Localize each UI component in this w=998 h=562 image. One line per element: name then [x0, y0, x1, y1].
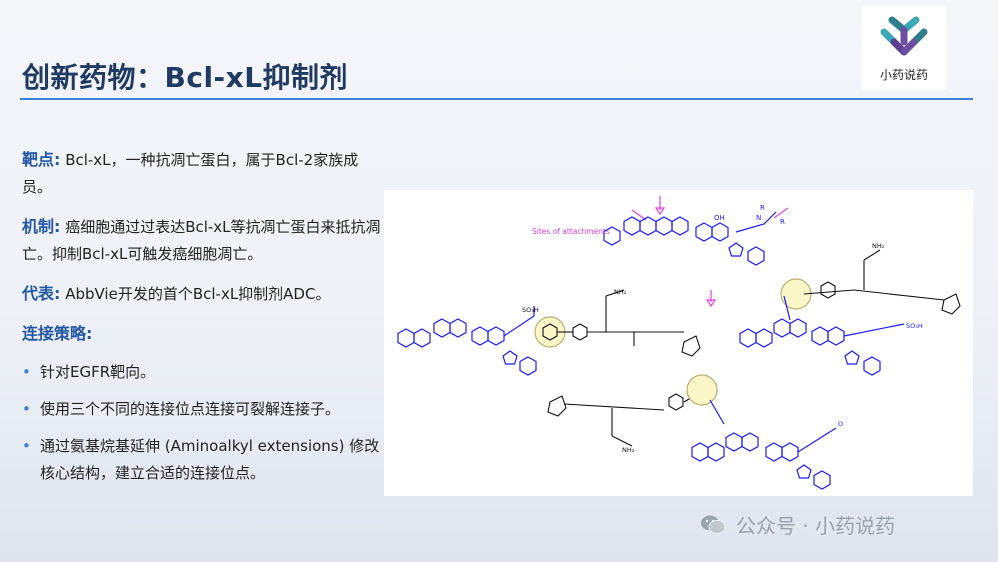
content-panel: 靶点: Bcl-xL，一种抗凋亡蛋白，属于Bcl-2家族成员。 机制: 癌细胞通…	[22, 146, 384, 497]
representative-label: 代表:	[22, 284, 61, 303]
svg-text:R: R	[780, 218, 785, 226]
list-item: 使用三个不同的连接位点连接可裂解连接子。	[22, 396, 384, 423]
list-item: 针对EGFR靶向。	[22, 359, 384, 386]
target-label: 靶点:	[22, 150, 61, 169]
list-item: 通过氨基烷基延伸 (Aminoalkyl extensions) 修改核心结构，…	[22, 433, 384, 487]
svg-text:N: N	[756, 214, 761, 222]
svg-text:NH₂: NH₂	[614, 288, 627, 296]
representative-paragraph: 代表: AbbVie开发的首个Bcl-xL抑制剂ADC。	[22, 280, 384, 308]
structure-drawing: Sites of attachments OH N R R	[397, 196, 961, 490]
mechanism-paragraph: 机制: 癌细胞通过过表达Bcl-xL等抗凋亡蛋白来抵抗凋亡。抑制Bcl-xL可触…	[22, 213, 384, 268]
strategy-heading: 连接策略:	[22, 324, 93, 343]
representative-text: AbbVie开发的首个Bcl-xL抑制剂ADC。	[65, 285, 331, 303]
page-title: 创新药物：Bcl-xL抑制剂	[22, 61, 349, 94]
wechat-icon	[701, 515, 726, 534]
svg-text:OH: OH	[714, 214, 725, 222]
attachment-sites-label: Sites of attachments	[532, 227, 610, 236]
watermark-text: 公众号 · 小药说药	[736, 514, 896, 538]
watermark: 公众号 · 小药说药	[700, 510, 895, 539]
logo-mark-icon	[880, 16, 928, 56]
logo-caption: 小药说药	[879, 68, 928, 82]
mechanism-label: 机制:	[22, 217, 61, 236]
logo: 小药说药	[862, 6, 946, 90]
svg-text:R: R	[760, 204, 765, 212]
target-paragraph: 靶点: Bcl-xL，一种抗凋亡蛋白，属于Bcl-2家族成员。	[22, 146, 384, 201]
chemical-structure-figure: Sites of attachments OH N R R	[384, 190, 973, 496]
strategy-list: 针对EGFR靶向。 使用三个不同的连接位点连接可裂解连接子。 通过氨基烷基延伸 …	[22, 359, 384, 487]
svg-text:SO₃H: SO₃H	[522, 306, 539, 314]
mechanism-text: 癌细胞通过过表达Bcl-xL等抗凋亡蛋白来抵抗凋亡。抑制Bcl-xL可触发癌细胞…	[22, 218, 381, 263]
svg-text:NH₂: NH₂	[872, 242, 885, 250]
svg-text:NH₂: NH₂	[622, 446, 635, 454]
title-divider	[20, 98, 973, 100]
svg-text:O: O	[838, 420, 843, 428]
svg-text:SO₃H: SO₃H	[906, 322, 923, 330]
target-text: Bcl-xL，一种抗凋亡蛋白，属于Bcl-2家族成员。	[22, 151, 359, 196]
